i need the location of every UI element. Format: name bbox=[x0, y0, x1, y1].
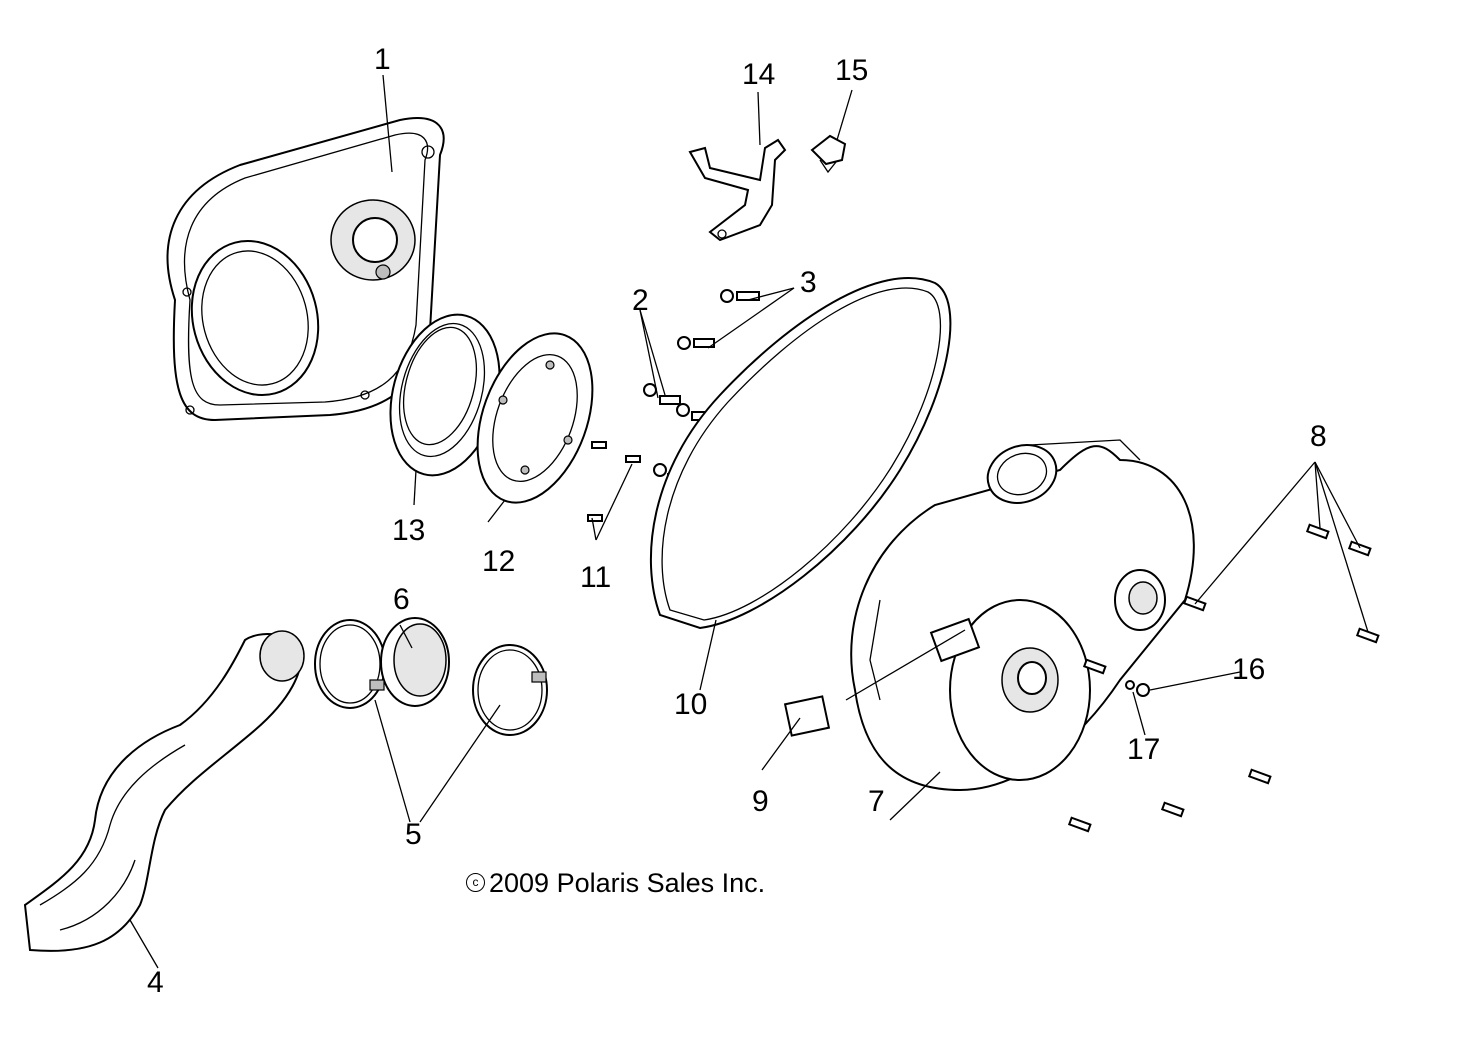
callout-17: 17 bbox=[1127, 733, 1161, 766]
leader-lines bbox=[129, 74, 1369, 969]
part-drive-belt bbox=[649, 277, 952, 630]
part-clamps-coupler bbox=[314, 617, 548, 736]
callout-3: 3 bbox=[800, 266, 817, 299]
copyright-icon: c bbox=[466, 873, 485, 893]
callout-8: 8 bbox=[1310, 420, 1327, 453]
callout-13: 13 bbox=[392, 514, 426, 547]
part-intake-duct bbox=[23, 630, 305, 952]
part-outer-cover bbox=[850, 439, 1195, 792]
callout-4: 4 bbox=[147, 966, 164, 999]
callout-10: 10 bbox=[674, 688, 708, 721]
callout-14: 14 bbox=[742, 58, 776, 91]
callout-5: 5 bbox=[405, 818, 422, 851]
part-inner-cover bbox=[166, 117, 445, 422]
callout-6: 6 bbox=[393, 583, 410, 616]
copyright-text: 2009 Polaris Sales Inc. bbox=[489, 868, 766, 898]
callout-16: 16 bbox=[1232, 653, 1266, 686]
callout-15: 15 bbox=[835, 54, 869, 87]
part-push-pin bbox=[810, 134, 847, 174]
callout-12: 12 bbox=[482, 545, 516, 578]
part-bracket bbox=[688, 138, 787, 242]
part-cover-bolts bbox=[1067, 523, 1380, 833]
callout-2: 2 bbox=[632, 284, 649, 317]
part-label bbox=[783, 695, 831, 737]
callout-9: 9 bbox=[752, 785, 769, 818]
callout-11: 11 bbox=[580, 561, 612, 594]
callout-1: 1 bbox=[374, 43, 391, 76]
callout-7: 7 bbox=[868, 785, 885, 818]
part-retainer-plate bbox=[476, 332, 594, 504]
